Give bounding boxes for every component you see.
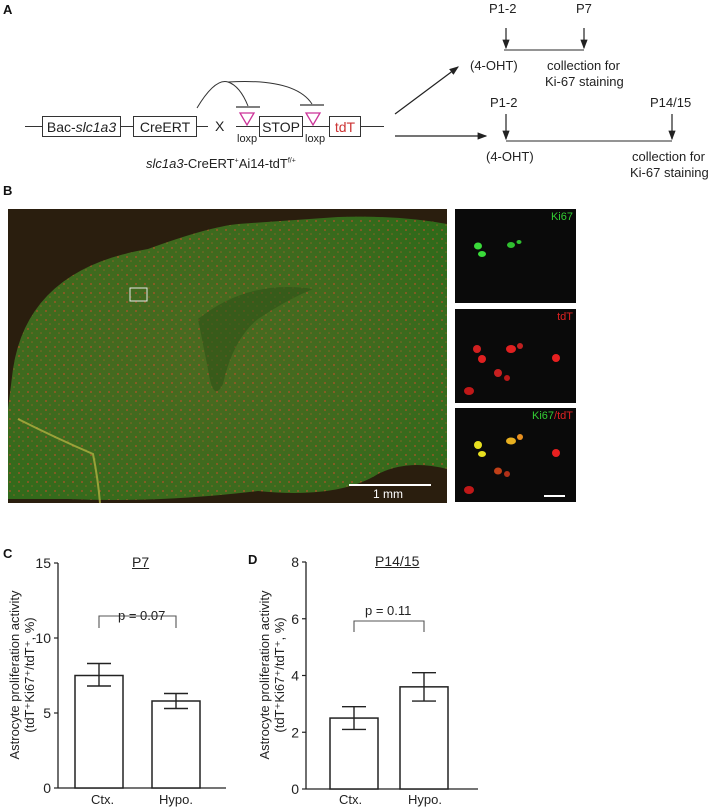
timeline2-collection-line2: Ki-67 staining xyxy=(630,165,709,180)
timeline2-treatment-label: (4-OHT) xyxy=(486,149,534,164)
genotype-sup2: f/+ xyxy=(287,157,296,165)
chart-c-ylabel-line2: (tdT⁺Ki67⁺/tdT⁺, %) xyxy=(22,617,37,733)
merge-label: Ki67/tdT xyxy=(532,410,573,422)
timeline1-collection-line1: collection for xyxy=(547,58,620,73)
panel-letter-d: D xyxy=(248,552,258,567)
brain-section-render xyxy=(8,216,447,503)
chart-c-xtick-1: Hypo. xyxy=(159,792,193,807)
tdt-label: tdT xyxy=(334,118,356,135)
construct-line xyxy=(302,126,332,127)
ki67-cells-render xyxy=(474,240,522,257)
genotype-mid: Ai14-tdT xyxy=(238,156,288,171)
chart-d-xtick-1: Hypo. xyxy=(408,792,442,807)
panel-letter-a: A xyxy=(3,2,13,17)
timeline1-collection-line2: Ki-67 staining xyxy=(545,74,624,89)
chart-c-annotation: p = 0.07 xyxy=(118,608,166,623)
svg-text:4: 4 xyxy=(291,668,299,684)
timeline2-start-label: P1-2 xyxy=(490,95,518,110)
svg-text:15: 15 xyxy=(35,555,51,571)
construct-line xyxy=(196,126,208,127)
svg-text:0: 0 xyxy=(43,780,51,796)
timeline1-treatment-label: (4-OHT) xyxy=(470,58,518,73)
svg-text:0: 0 xyxy=(291,781,299,797)
loxp-label-2: loxp xyxy=(305,133,326,145)
bac-slc1a3-box: Bac-slc1a3 xyxy=(42,116,121,137)
chart-d-xtick-0: Ctx. xyxy=(339,792,363,807)
chart-c-ylabel-line1: Astrocyte proliferation activity xyxy=(7,590,22,760)
chart-c-xtick-0: Ctx. xyxy=(91,792,115,807)
chart-d-title: P14/15 xyxy=(375,553,420,569)
timeline2-collection-line1: collection for xyxy=(632,149,705,164)
cross-symbol: X xyxy=(215,118,225,134)
construct-line xyxy=(236,126,260,127)
creert-label: CreERT xyxy=(139,118,191,135)
ki67-inset-image: Ki67 xyxy=(455,209,576,303)
creert-box: CreERT xyxy=(133,116,197,137)
tdt-inset-image: tdT xyxy=(455,309,576,403)
tdt-box: tdT xyxy=(329,116,361,137)
construct-line xyxy=(25,126,43,127)
genotype-sup1: + xyxy=(234,157,239,165)
chart-d-annotation: p = 0.11 xyxy=(365,603,412,618)
genotype-gene: slc1a3 xyxy=(146,156,184,171)
scale-bar-label: 1 mm xyxy=(373,487,403,501)
timeline1-end-label: P7 xyxy=(576,1,592,16)
tdt-label: tdT xyxy=(557,311,573,323)
brain-section-image: 1 mm xyxy=(8,209,447,503)
svg-text:6: 6 xyxy=(291,611,299,627)
stop-box: STOP xyxy=(259,116,303,137)
chart-d-ylabel-line2: (tdT⁺Ki67⁺/tdT⁺, %) xyxy=(272,617,287,733)
construct-line xyxy=(360,126,384,127)
svg-text:2: 2 xyxy=(291,724,299,740)
loxp-arcs-icon xyxy=(196,81,324,127)
chart-d-ylabel: Astrocyte proliferation activity (tdT⁺Ki… xyxy=(257,575,287,775)
timeline2-end-label: P14/15 xyxy=(650,95,692,110)
ki67-label: Ki67 xyxy=(550,211,573,223)
chart-c-title: P7 xyxy=(132,554,150,570)
genotype-label: slc1a3-CreERT+Ai14-tdTf/+ xyxy=(146,156,296,171)
bac-gene-label: slc1a3 xyxy=(75,118,117,135)
bac-label: Bac- xyxy=(46,118,76,135)
svg-text:8: 8 xyxy=(291,554,299,570)
merge-cells-render xyxy=(464,434,565,497)
chart-d-ylabel-line1: Astrocyte proliferation activity xyxy=(257,590,272,760)
timeline-arrows-icon xyxy=(394,28,676,142)
genotype-rest: -CreERT xyxy=(183,156,235,171)
svg-text:10: 10 xyxy=(35,630,51,646)
timeline1-start-label: P1-2 xyxy=(489,1,517,16)
construct-line xyxy=(120,126,134,127)
panel-letter-b: B xyxy=(3,183,13,198)
merge-tdt-label: tdT xyxy=(557,410,573,422)
merge-ki67-label: Ki67 xyxy=(532,410,555,422)
merge-inset-image: Ki67/tdT xyxy=(455,408,576,502)
merge-sep: / xyxy=(554,410,558,422)
panel-letter-c: C xyxy=(3,546,13,561)
chart-c-ylabel: Astrocyte proliferation activity (tdT⁺Ki… xyxy=(7,575,37,775)
svg-text:5: 5 xyxy=(43,705,51,721)
stop-label: STOP xyxy=(262,118,300,135)
loxp-label-1: loxp xyxy=(237,133,258,145)
tdt-cells-render xyxy=(464,343,560,395)
